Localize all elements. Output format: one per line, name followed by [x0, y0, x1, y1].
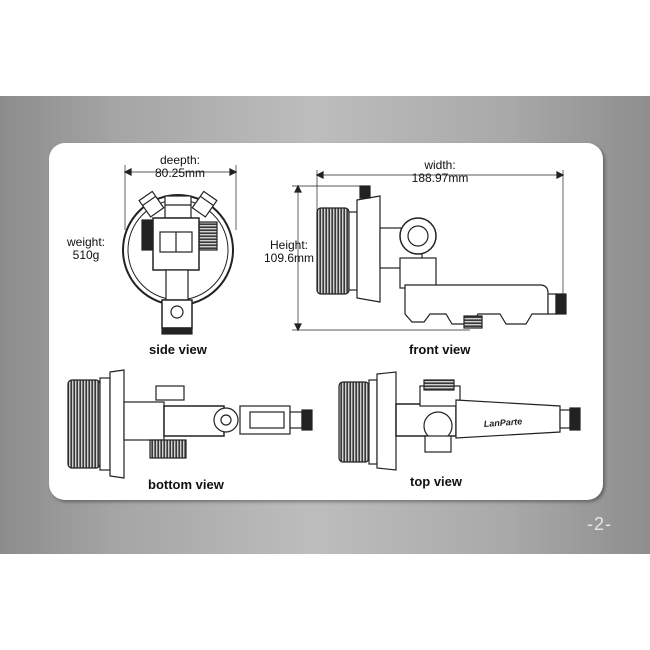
- top-view-drawing: [338, 371, 581, 471]
- side-view-caption: side view: [149, 342, 207, 357]
- height-value: 109.6mm: [263, 251, 315, 265]
- depth-label: deepth: 80.25mm: [140, 154, 220, 180]
- top-view-caption: top view: [410, 474, 463, 489]
- weight-value: 510g: [72, 248, 100, 262]
- front-view-drawing: [292, 170, 567, 332]
- width-value: 188.97mm: [411, 171, 469, 185]
- page-number: -2-: [587, 514, 612, 534]
- front-view-caption: front view: [409, 342, 471, 357]
- weight-label: weight: 510g: [58, 236, 114, 262]
- depth-value: 80.25mm: [154, 166, 206, 180]
- width-label: width: 188.97mm: [390, 159, 490, 185]
- weight-label-name: weight:: [66, 235, 106, 249]
- height-label: Height: 109.6mm: [254, 239, 324, 265]
- side-view-drawing: [122, 165, 238, 335]
- bottom-view-caption: bottom view: [148, 477, 224, 492]
- bottom-view-drawing: [67, 369, 313, 479]
- depth-label-name: deepth:: [159, 153, 201, 167]
- brand-logo: LanParte: [483, 416, 522, 429]
- width-label-name: width:: [424, 158, 456, 172]
- height-label-name: Height:: [269, 238, 309, 252]
